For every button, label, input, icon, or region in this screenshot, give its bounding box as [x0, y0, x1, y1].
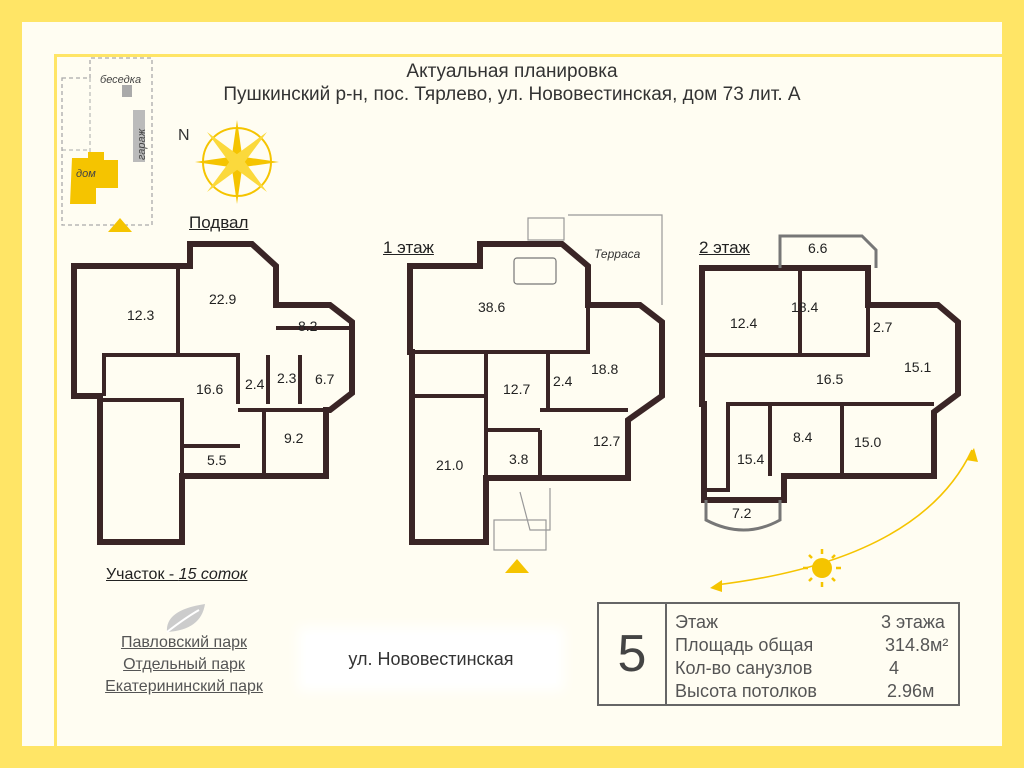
stairs-icon	[493, 519, 547, 551]
second-floor-label: 2 этаж	[699, 238, 750, 257]
stairs-icon	[527, 217, 565, 241]
park-link[interactable]: Екатерининский парк	[105, 678, 263, 695]
north-label: N	[178, 127, 190, 144]
room-area: 2.4	[553, 373, 573, 389]
room-area: 2.4	[245, 376, 265, 392]
room-area: 2.3	[277, 370, 297, 386]
info-value: 314.8м²	[885, 635, 949, 655]
info-label: Площадь общая	[675, 635, 814, 655]
leaf-icon	[166, 604, 205, 633]
room-area: 12.7	[503, 381, 530, 397]
room-area: 18.4	[791, 299, 818, 315]
info-value: 2.96м	[887, 681, 935, 701]
info-label: Высота потолков	[675, 681, 817, 701]
entrance-arrow-icon	[108, 218, 132, 232]
first-floor-label: 1 этаж	[383, 238, 434, 257]
garage-icon	[133, 110, 145, 162]
info-value: 4	[889, 658, 900, 678]
room-area: 12.4	[730, 315, 757, 331]
address-line: Пушкинский р-н, пос. Тярлево, ул. Новове…	[223, 84, 801, 105]
room-area: 8.2	[298, 318, 318, 334]
inner-border	[54, 54, 1012, 756]
gazebo-label: беседка	[100, 74, 141, 86]
room-area: 38.6	[478, 299, 505, 315]
plot-size: Участок - 15 соток	[106, 566, 247, 584]
basement-plan	[71, 241, 355, 545]
room-area: 3.8	[509, 451, 529, 467]
plot-size-value: 15 соток	[178, 566, 248, 583]
room-area: 15.0	[854, 434, 881, 450]
room-area: 15.1	[904, 359, 931, 375]
house-icon	[70, 152, 118, 204]
info-label: Кол-во санузлов	[675, 658, 813, 678]
info-label: Этаж	[675, 612, 719, 632]
terrace-outline	[568, 214, 663, 305]
basement-label: Подвал	[189, 213, 249, 232]
page-title: Актуальная планировка	[406, 61, 618, 82]
room-area: 16.5	[816, 371, 843, 387]
room-area: 16.6	[196, 381, 223, 397]
room-area: 6.7	[315, 371, 335, 387]
room-area: 18.8	[591, 361, 618, 377]
room-area: 15.4	[737, 451, 764, 467]
room-area: 12.3	[127, 307, 154, 323]
park-link[interactable]: Отдельный парк	[123, 656, 245, 673]
arrow-icon	[710, 580, 722, 592]
plot-label: Участок -	[106, 566, 179, 583]
garage-label: гараж	[136, 128, 148, 160]
room-area: 12.7	[593, 433, 620, 449]
house-label: дом	[76, 168, 96, 180]
room-area: 8.4	[793, 429, 813, 445]
second-floor-plan	[699, 265, 961, 503]
sun-path-arc	[715, 449, 973, 586]
room-area: 5.5	[207, 452, 227, 468]
info-panel: 5 Этаж 3 этажа Площадь общая 314.8м² Кол…	[597, 602, 960, 706]
park-link[interactable]: Павловский парк	[120, 634, 248, 651]
floor-plan-number: 5	[599, 604, 667, 704]
balcony	[704, 500, 782, 532]
sun-icon	[803, 549, 841, 587]
info-value: 3 этажа	[881, 612, 945, 632]
terrace-label: Терраса	[594, 247, 641, 261]
gazebo-icon	[122, 85, 132, 97]
room-area: 6.6	[808, 240, 828, 256]
compass-icon	[195, 120, 279, 204]
entrance-arrow-icon	[505, 559, 529, 573]
arrow-icon	[966, 448, 978, 462]
room-area: 22.9	[209, 291, 236, 307]
bay-window	[778, 234, 878, 268]
room-area: 9.2	[284, 430, 304, 446]
site-plan: беседка гараж дом	[61, 57, 153, 232]
room-area: 21.0	[436, 457, 463, 473]
dining-table-icon	[513, 257, 557, 285]
street-name: ул. Нововестинская	[306, 635, 556, 683]
room-area: 7.2	[732, 505, 752, 521]
room-area: 2.7	[873, 319, 893, 335]
first-floor-plan	[407, 241, 665, 545]
